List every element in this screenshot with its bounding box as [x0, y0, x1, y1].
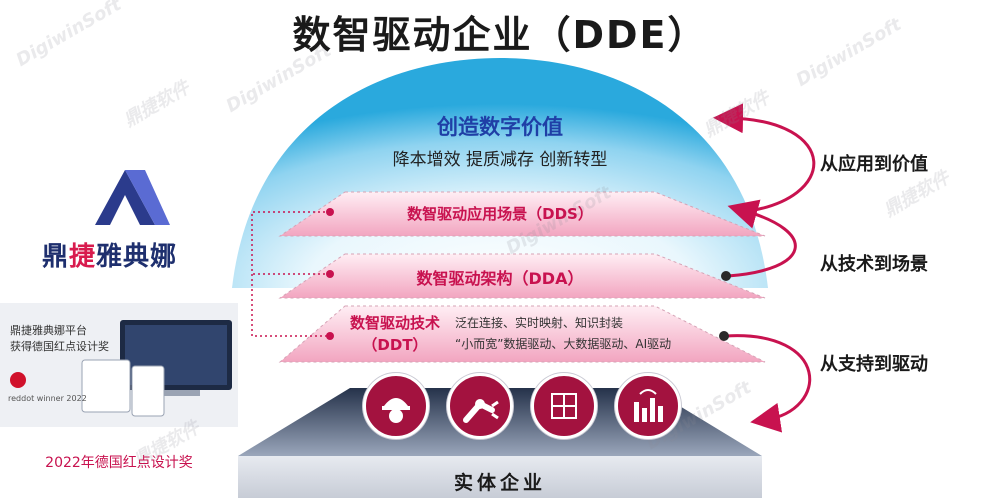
logo-text-part3: 雅典娜: [96, 242, 178, 272]
dds-layer: [278, 191, 766, 237]
factory-icon: [615, 373, 681, 439]
ddt-label: 数智驱动技术 （DDT）: [330, 312, 460, 356]
ddt-title-line2: （DDT）: [362, 336, 428, 354]
base-platform-front: [238, 456, 762, 498]
award-line2: 获得德国红点设计奖: [10, 340, 109, 353]
dome-subline: 降本增效 提质减存 创新转型: [392, 150, 608, 170]
logo-text-part2: 捷: [69, 242, 97, 272]
ddt-layer: [278, 305, 766, 363]
ddt-desc-line2: “小而宽”数据驱动、大数据驱动、AI驱动: [455, 337, 672, 351]
athena-logo-icon: [95, 170, 170, 225]
reddot-text: reddot winner 2022: [8, 394, 87, 403]
label-drive: 从支持到驱动: [820, 354, 928, 375]
dome-headline: 创造数字价值: [437, 115, 563, 139]
ddt-description: 泛在连接、实时映射、知识封装 “小而宽”数据驱动、大数据驱动、AI驱动: [455, 313, 715, 355]
award-line1: 鼎捷雅典娜平台: [10, 324, 87, 337]
ddt-title-line1: 数智驱动技术: [349, 314, 440, 332]
arrow-dda-to-dds: [727, 199, 797, 278]
worker-icon: [363, 373, 429, 439]
arrow-ddt-to-base: [725, 334, 812, 433]
dda-label: 数智驱动架构（DDA）: [416, 269, 584, 288]
reddot-icon: [10, 372, 26, 388]
label-scene: 从技术到场景: [820, 254, 928, 275]
device-mockup-image: [81, 320, 232, 417]
logo-text-part1: 鼎: [42, 242, 70, 272]
page-title: 数智驱动企业（DDE）: [292, 13, 708, 57]
arrow-scene-to-value: [713, 103, 816, 214]
warehouse-icon: [531, 373, 597, 439]
label-value: 从应用到价值: [820, 154, 928, 175]
dds-label: 数智驱动应用场景（DDS）: [407, 205, 593, 223]
award-caption: 2022年德国红点设计奖: [45, 455, 193, 471]
base-label: 实体企业: [453, 472, 546, 494]
ddt-desc-line1: 泛在连接、实时映射、知识封装: [455, 316, 624, 330]
robot-arm-icon: [447, 373, 513, 439]
dda-layer: [278, 253, 766, 299]
brand-logo-text: 鼎捷雅典娜: [42, 236, 177, 273]
